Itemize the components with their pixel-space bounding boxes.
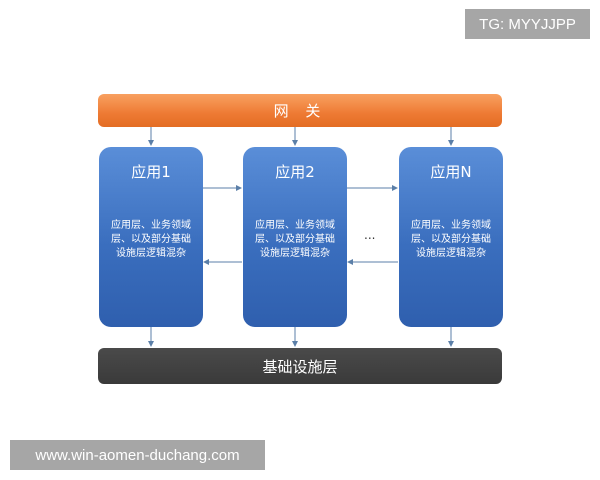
app-title: 应用N xyxy=(430,163,472,181)
app-description-line: 设施层逻辑混杂 xyxy=(260,248,330,259)
app-description: 应用层、业务领域 层、以及部分基础 设施层逻辑混杂 xyxy=(105,219,197,261)
app-description-line: 应用层、业务领域 xyxy=(411,220,491,231)
app-description-line: 层、以及部分基础 xyxy=(411,234,491,245)
watermark-bottom: www.win-aomen-duchang.com xyxy=(10,440,265,470)
app-description: 应用层、业务领域 层、以及部分基础 设施层逻辑混杂 xyxy=(405,219,497,261)
watermark-top: TG: MYYJJPP xyxy=(465,9,590,39)
app-description-line: 设施层逻辑混杂 xyxy=(416,248,486,259)
app-description: 应用层、业务领域 层、以及部分基础 设施层逻辑混杂 xyxy=(249,219,341,261)
gateway-bar: 网 关 xyxy=(98,94,502,127)
app-description-line: 应用层、业务领域 xyxy=(111,220,191,231)
app-description-line: 层、以及部分基础 xyxy=(255,234,335,245)
app-description-line: 设施层逻辑混杂 xyxy=(116,248,186,259)
app-description-line: 应用层、业务领域 xyxy=(255,220,335,231)
ellipsis: ... xyxy=(364,228,376,242)
infrastructure-bar: 基础设施层 xyxy=(98,348,502,384)
app-title: 应用2 xyxy=(275,163,315,181)
app-box-n: 应用N 应用层、业务领域 层、以及部分基础 设施层逻辑混杂 xyxy=(399,147,503,327)
app-box-2: 应用2 应用层、业务领域 层、以及部分基础 设施层逻辑混杂 xyxy=(243,147,347,327)
gateway-label: 网 关 xyxy=(273,102,327,120)
infrastructure-label: 基础设施层 xyxy=(262,357,338,376)
app-box-1: 应用1 应用层、业务领域 层、以及部分基础 设施层逻辑混杂 xyxy=(99,147,203,327)
app-title: 应用1 xyxy=(131,163,171,181)
app-description-line: 层、以及部分基础 xyxy=(111,234,191,245)
